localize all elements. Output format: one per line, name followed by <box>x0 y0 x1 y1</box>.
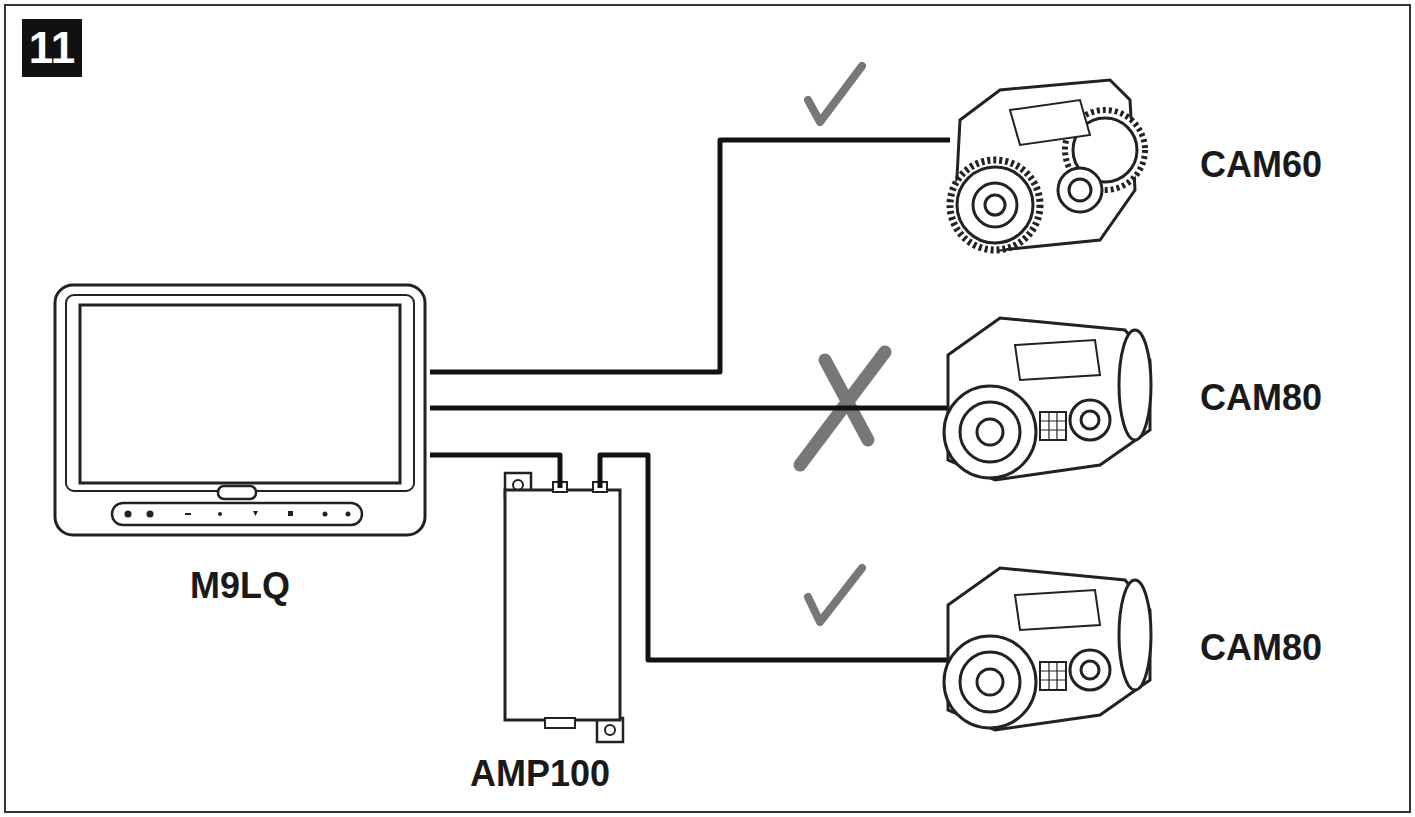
status-mark <box>800 66 885 622</box>
cable <box>430 140 950 372</box>
device-name: AMP100 <box>470 754 610 794</box>
cable <box>430 455 560 488</box>
device-name: CAM80 <box>1200 378 1322 418</box>
camera-node: CAM60 <box>935 75 1375 255</box>
frame <box>5 5 1410 812</box>
check-mark <box>808 568 862 622</box>
camera-drawing <box>944 318 1151 480</box>
device-name: M9LQ <box>190 566 290 606</box>
cable <box>430 406 947 411</box>
device-name: CAM60 <box>1200 145 1322 185</box>
camera-drawing <box>944 568 1151 730</box>
device-name: CAM80 <box>1200 628 1322 668</box>
camera-drawing <box>950 80 1145 250</box>
monitor-drawing <box>55 285 425 535</box>
check-mark <box>808 66 862 122</box>
amplifier-drawing <box>505 473 623 742</box>
callout-number: 11 <box>22 19 82 77</box>
sensor-grid <box>1040 412 1066 690</box>
monitor-node: M9LQ <box>50 280 430 610</box>
cable <box>600 455 947 660</box>
amplifier-node: AMP100 <box>440 488 640 798</box>
camera-node: CAM80 <box>935 312 1375 484</box>
camera-node: CAM80 <box>935 562 1375 734</box>
